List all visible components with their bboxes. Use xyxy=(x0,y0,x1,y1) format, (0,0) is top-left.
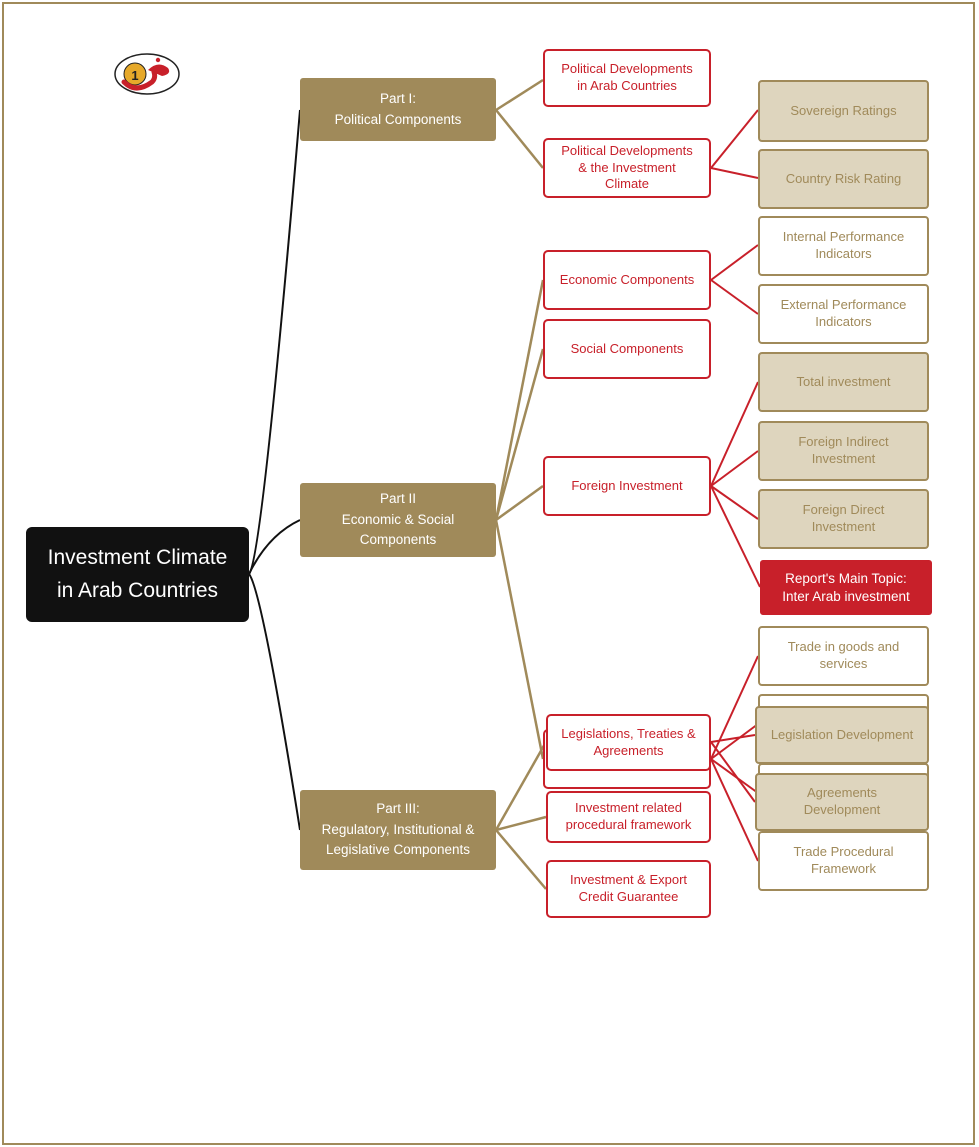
link-foreign-fii xyxy=(710,450,759,487)
link-p1-poldevarab xyxy=(495,78,544,112)
sovereign-ratings-node: Sovereign Ratings xyxy=(758,80,929,142)
agreements-development-node: Agreements Development xyxy=(755,773,929,831)
trade-procedural-framework-node: Trade Procedural Framework xyxy=(758,831,929,891)
political-developments-investment-node: Political Developments & the Investment … xyxy=(543,138,711,198)
link-poldevinv-countryrisk xyxy=(710,167,759,179)
link-foreign-maintopic xyxy=(710,485,761,588)
link-p2-foreigninv xyxy=(495,484,544,522)
link-economic-external xyxy=(710,279,759,315)
link-p2-social xyxy=(494,348,545,521)
link-p1-poldevinv xyxy=(495,109,544,169)
link-root-part3 xyxy=(248,573,301,831)
economic-components-node: Economic Components xyxy=(543,250,711,310)
legislations-treaties-node: Legislations, Treaties & Agreements xyxy=(546,714,711,771)
part-2-node: Part II Economic & Social Components xyxy=(300,483,496,557)
report-main-topic-node: Report's Main Topic: Inter Arab investme… xyxy=(760,560,932,615)
trade-goods-services-node: Trade in goods and services xyxy=(758,626,929,686)
country-risk-rating-node: Country Risk Rating xyxy=(758,149,929,209)
logo-emblem xyxy=(114,53,180,95)
legislation-development-node: Legislation Development xyxy=(755,706,929,764)
link-trade-proc xyxy=(710,758,759,862)
political-developments-arab-node: Political Developments in Arab Countries xyxy=(543,49,711,107)
link-p3-invproc xyxy=(495,815,547,832)
investment-procedural-framework-node: Investment related procedural framework xyxy=(546,791,711,843)
link-poldevinv-sovereign xyxy=(710,109,759,169)
link-root-part2 xyxy=(248,519,301,575)
link-p2-trade xyxy=(494,519,545,760)
root-node: Investment Climate in Arab Countries xyxy=(26,527,249,622)
link-foreign-total xyxy=(710,381,759,487)
link-root-part1 xyxy=(248,109,301,575)
link-leg-agrdev xyxy=(710,741,756,803)
link-p3-invexport xyxy=(495,829,547,890)
social-components-node: Social Components xyxy=(543,319,711,379)
part-3-node: Part III: Regulatory, Institutional & Le… xyxy=(300,790,496,870)
internal-performance-node: Internal Performance Indicators xyxy=(758,216,929,276)
foreign-indirect-investment-node: Foreign Indirect Investment xyxy=(758,421,929,481)
link-leg-legdev xyxy=(710,734,756,743)
link-economic-internal xyxy=(710,244,759,281)
logo-badge-number: 1 xyxy=(131,67,139,83)
link-p3-legislations xyxy=(494,741,548,831)
foreign-investment-node: Foreign Investment xyxy=(543,456,711,516)
external-performance-node: External Performance Indicators xyxy=(758,284,929,344)
link-foreign-fdi xyxy=(710,485,759,520)
foreign-direct-investment-node: Foreign Direct Investment xyxy=(758,489,929,549)
link-trade-interarab xyxy=(710,758,759,794)
part-1-node: Part I: Political Components xyxy=(300,78,496,141)
link-p2-economic xyxy=(494,279,545,521)
link-trade-gs xyxy=(710,655,759,760)
total-investment-node: Total investment xyxy=(758,352,929,412)
investment-export-credit-node: Investment & Export Credit Guarantee xyxy=(546,860,711,918)
